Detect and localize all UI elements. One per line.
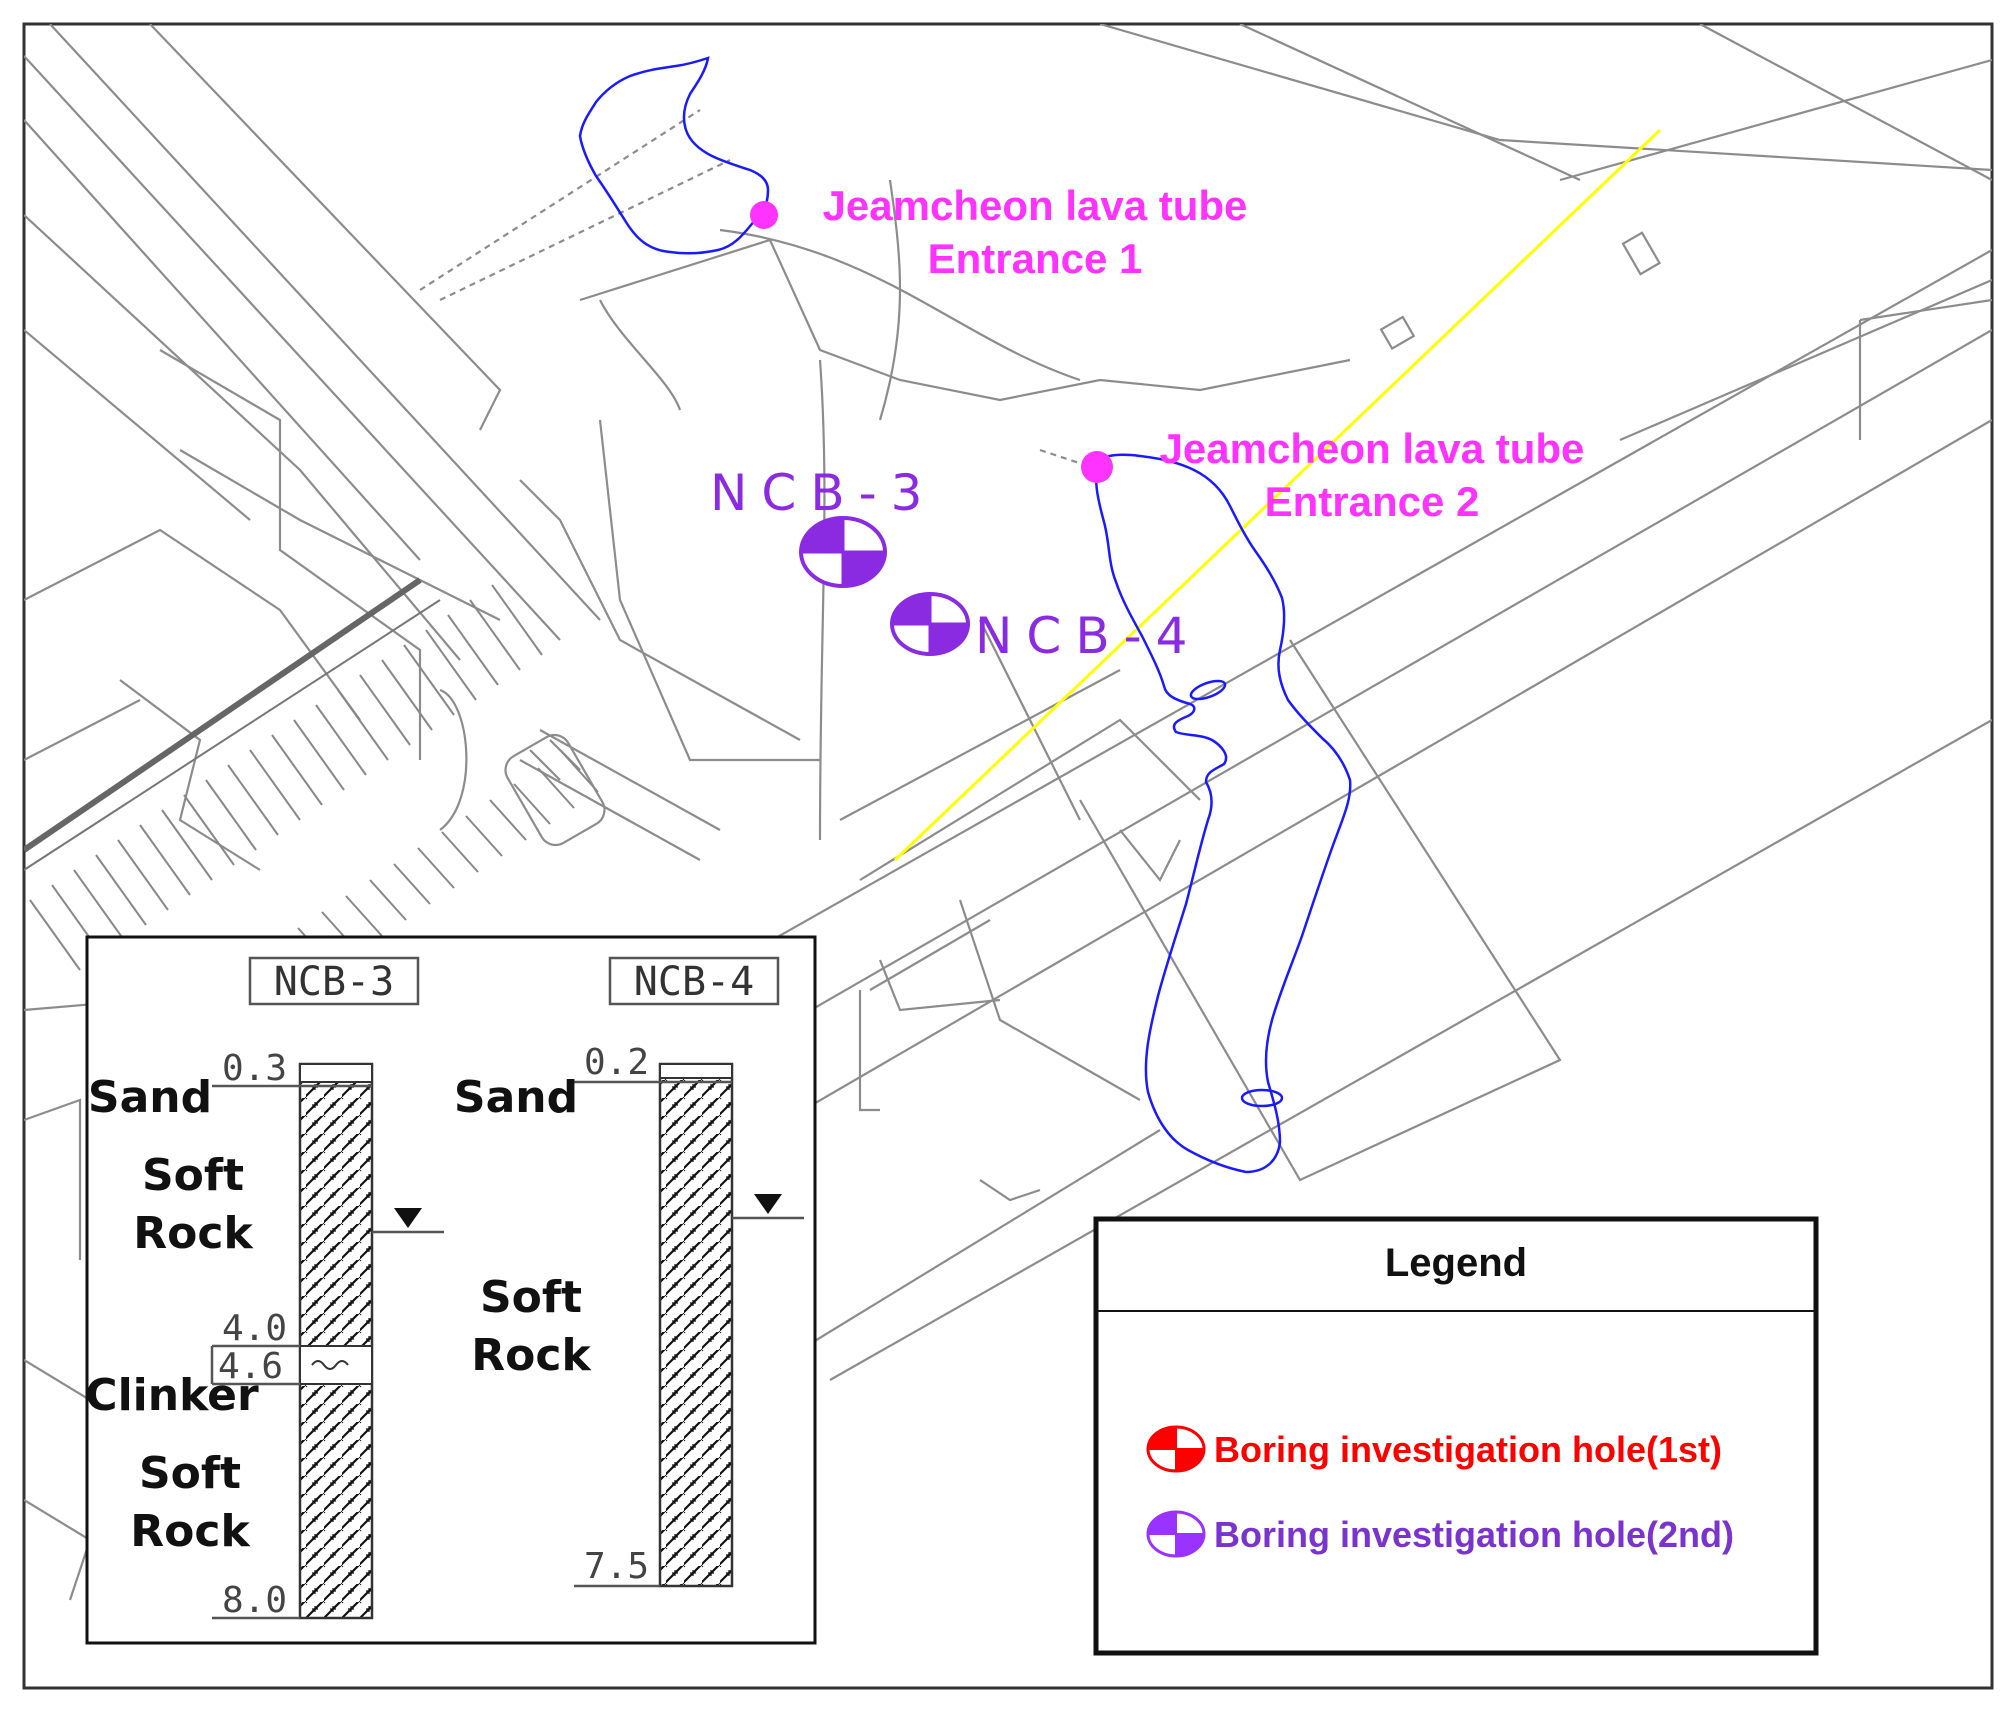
- entrance2-label-line1: Jeamcheon lava tube: [1160, 425, 1585, 472]
- parking-hatch-line: [465, 815, 503, 857]
- entrance1-label-line2: Entrance 1: [928, 235, 1143, 282]
- ncb3-depth-1: 4.0: [222, 1308, 287, 1349]
- ncb4-log-title: NCB-4: [634, 959, 754, 1005]
- ncb3-depth-3: 8.0: [222, 1580, 287, 1621]
- entrance1-marker[interactable]: [750, 201, 778, 229]
- road-hatch-line: [183, 794, 235, 866]
- ncb3-log-column: [298, 1062, 374, 1620]
- ncb3-groundwater-icon: [394, 1208, 422, 1228]
- ncb4-depth-1: 7.5: [584, 1546, 649, 1587]
- ncb3-boring-symbol[interactable]: [799, 516, 887, 588]
- ncb3-log-title-box: [248, 956, 420, 1006]
- road-hatch-line: [205, 779, 257, 851]
- road-hatch-line: [469, 599, 521, 671]
- ncb4-layer-soft-b: Rock: [471, 1330, 592, 1381]
- boring-log-inset: NCB-3 0.3 4.0 4.6 8.0 Sand Soft Rock Cli…: [85, 935, 817, 1645]
- ncb4-log-title-box: [608, 956, 780, 1006]
- parking-hatch-line: [537, 767, 575, 809]
- parking-hatch-line: [561, 751, 599, 793]
- legend-title: Legend: [1385, 1241, 1527, 1285]
- parking-hatch-line: [513, 783, 551, 825]
- road-hatch-line: [73, 869, 125, 941]
- road-hatch-line: [359, 674, 411, 746]
- road-hatch-line: [227, 764, 279, 836]
- road-hatch-line: [447, 614, 499, 686]
- parking-hatch-line: [417, 847, 455, 889]
- legend-item-1st: Boring investigation hole(1st): [1214, 1429, 1722, 1470]
- ncb4-boring-symbol[interactable]: [890, 592, 970, 656]
- ncb3-layer-soft1-b: Rock: [133, 1208, 254, 1259]
- parking-hatch-line: [345, 895, 383, 937]
- road-hatch-line: [293, 719, 345, 791]
- ncb3-depth-0: 0.3: [222, 1048, 287, 1089]
- parking-hatch-line: [489, 799, 527, 841]
- ncb3-label: NCB-3: [710, 464, 936, 522]
- ncb3-depth-2: 4.6: [218, 1346, 283, 1387]
- road-hatch-line: [161, 809, 213, 881]
- ncb4-depth-0: 0.2: [584, 1042, 649, 1083]
- ncb3-layer-soft2-b: Rock: [130, 1506, 251, 1557]
- entrance1-label-line1: Jeamcheon lava tube: [823, 182, 1248, 229]
- road-centerline: [893, 128, 1662, 862]
- road-hatch-line: [95, 854, 147, 926]
- ncb3-layer-soft2-a: Soft: [139, 1448, 241, 1499]
- road-hatch-line: [139, 824, 191, 896]
- road-hatch-line: [271, 734, 323, 806]
- ncb4-groundwater-icon: [754, 1194, 782, 1214]
- base-map-lines: [24, 24, 1992, 1601]
- road-hatch-line: [381, 659, 433, 731]
- ncb4-layer-sand: Sand: [454, 1072, 578, 1123]
- entrance2-label-line2: Entrance 2: [1265, 478, 1480, 525]
- lava-tube-south-loop-2: [1189, 679, 1227, 701]
- legend-item-2nd: Boring investigation hole(2nd): [1214, 1514, 1734, 1555]
- road-hatch-line: [117, 839, 169, 911]
- parking-hatch-line: [369, 879, 407, 921]
- ncb4-label: NCB-4: [975, 607, 1201, 665]
- boring-hole-1st-icon: [1146, 1425, 1206, 1473]
- parking-hatch-line: [441, 831, 479, 873]
- ncb4-layer-soft-a: Soft: [480, 1272, 582, 1323]
- lava-tube-north-line: [578, 56, 770, 255]
- road-hatch-line: [249, 749, 301, 821]
- ncb4-log-column: [658, 1062, 734, 1588]
- lava-tube-south-line: [1094, 453, 1352, 1174]
- lava-tube-south-loop: [1240, 1088, 1284, 1108]
- ncb3-layer-sand: Sand: [88, 1072, 212, 1123]
- parking-hatch-line: [393, 863, 431, 905]
- ncb3-layer-soft1-a: Soft: [142, 1150, 244, 1201]
- road-hatch-line: [403, 644, 455, 716]
- entrance2-marker[interactable]: [1081, 451, 1113, 483]
- road-hatch-line: [29, 899, 81, 971]
- road-hatch-line: [425, 629, 477, 701]
- ncb3-log-title: NCB-3: [274, 959, 394, 1005]
- boring-hole-2nd-icon: [1146, 1510, 1206, 1558]
- road-hatch-line: [491, 584, 543, 656]
- ncb3-layer-clinker: Clinker: [85, 1370, 259, 1421]
- road-hatch-line: [337, 689, 389, 761]
- road-hatch-line: [315, 704, 367, 776]
- legend-box: Legend Boring investigation hole(1st) Bo…: [1093, 1216, 1819, 1656]
